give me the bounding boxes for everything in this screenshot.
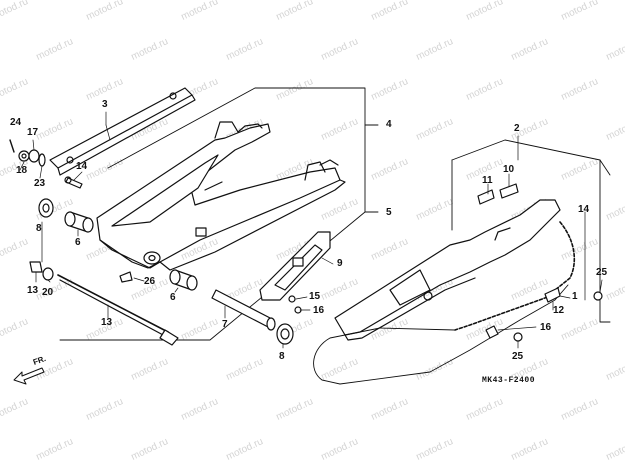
- callout-25-lower: 25: [512, 351, 524, 362]
- bearing-8-upper: [38, 198, 54, 218]
- callout-8-upper: 8: [36, 223, 42, 234]
- callout-2: 2: [514, 123, 520, 134]
- bushing-6-lower: [169, 269, 198, 291]
- callout-14: 14: [578, 204, 590, 215]
- label-11: [477, 189, 495, 205]
- callout-17: 15: [309, 291, 321, 302]
- bracket-5: [364, 124, 379, 213]
- callout-6-lower: 6: [170, 292, 176, 303]
- callout-18: 14: [76, 161, 88, 172]
- callout-15: 13: [27, 285, 39, 296]
- label-10: [499, 183, 519, 199]
- callout-8-lower: 8: [279, 351, 285, 362]
- direction-arrow-icon: [13, 367, 45, 385]
- callout-21: 17: [27, 127, 39, 138]
- callout-1: 1: [572, 291, 578, 302]
- chain-case-1: [334, 199, 561, 341]
- washer-22: [42, 267, 54, 281]
- drive-chain: [313, 221, 576, 385]
- callout-20: 18: [16, 165, 28, 176]
- bracket-4: [107, 87, 379, 169]
- callout-22: 20: [42, 287, 54, 298]
- bushing-6-upper: [64, 211, 94, 233]
- callout-10: 10: [503, 164, 515, 175]
- bolt-25-lower: [513, 332, 523, 342]
- callout-4: 4: [386, 119, 392, 130]
- callout-23: 23: [34, 178, 46, 189]
- callout-7: 7: [222, 319, 228, 330]
- pin-24: [9, 139, 15, 153]
- bolt-25-right: [593, 291, 603, 301]
- callout-16: 16: [540, 322, 552, 333]
- label-12: [544, 287, 561, 303]
- clip-26-left: [119, 271, 133, 283]
- chain-guide-9: [259, 231, 331, 301]
- nut-15: [29, 261, 43, 273]
- callout-26-left: 26: [144, 276, 156, 287]
- washer-20: [18, 150, 30, 162]
- bracket-2: [451, 139, 611, 176]
- chain-slider-3: [49, 87, 196, 176]
- callout-11: 11: [482, 175, 493, 186]
- callout-5: 5: [386, 207, 392, 218]
- callout-12: 12: [553, 305, 565, 316]
- callout-19: 16: [313, 305, 325, 316]
- bolt-17: [288, 295, 296, 303]
- collar-21: [28, 149, 40, 163]
- pivot-bolt-13: [57, 274, 179, 346]
- callout-13: 13: [101, 317, 113, 328]
- callout-25-right: 25: [596, 267, 608, 278]
- bolt-16: [485, 325, 499, 339]
- bolt-18: [64, 176, 83, 189]
- callout-3: 3: [102, 99, 108, 110]
- bracket-14: [599, 159, 611, 323]
- swingarm: [96, 121, 346, 271]
- callout-6-upper: 6: [75, 237, 81, 248]
- bearing-8-lower: [276, 323, 294, 345]
- callout-9: 9: [337, 258, 343, 269]
- callout-24: 24: [10, 117, 22, 128]
- collar-7: [211, 289, 276, 331]
- diagram-code: MK43-F2400: [482, 376, 536, 385]
- cap-23: [38, 153, 46, 167]
